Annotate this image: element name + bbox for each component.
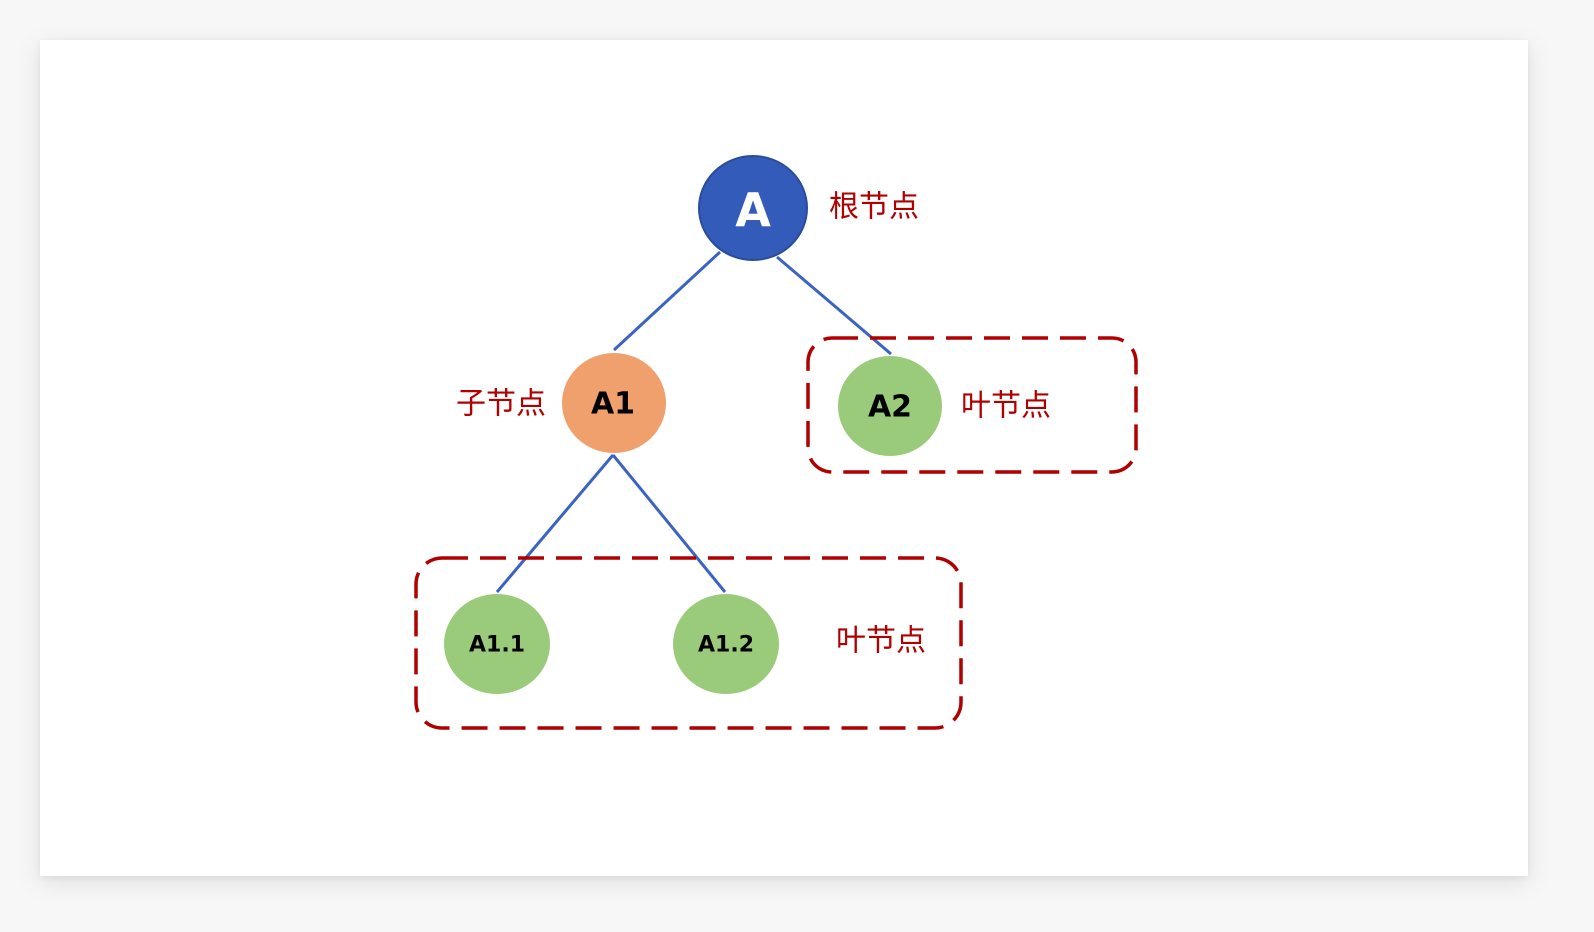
node-a2: A2 xyxy=(838,356,942,456)
node-a1-1: A1.1 xyxy=(444,594,550,694)
leaf-group-box-right xyxy=(806,336,1138,474)
node-a2-label: A2 xyxy=(868,390,912,425)
annotation-child: 子节点 xyxy=(456,387,546,422)
annotation-leaf-bottom: 叶节点 xyxy=(836,624,926,659)
node-a1-2-label: A1.2 xyxy=(698,633,754,658)
edge-a1-a11 xyxy=(495,454,615,593)
annotation-root: 根节点 xyxy=(829,190,919,225)
leaf-group-box-bottom xyxy=(414,556,963,730)
node-a1-label: A1 xyxy=(591,387,635,422)
annotation-leaf-right: 叶节点 xyxy=(961,389,1051,424)
node-a1-2: A1.2 xyxy=(673,594,779,694)
node-a1-1-label: A1.1 xyxy=(469,633,525,658)
edge-a-a1 xyxy=(612,250,722,352)
edge-a1-a12 xyxy=(611,454,727,593)
node-a1: A1 xyxy=(562,353,666,453)
node-root-label: A xyxy=(735,183,771,237)
node-root: A xyxy=(698,155,808,261)
